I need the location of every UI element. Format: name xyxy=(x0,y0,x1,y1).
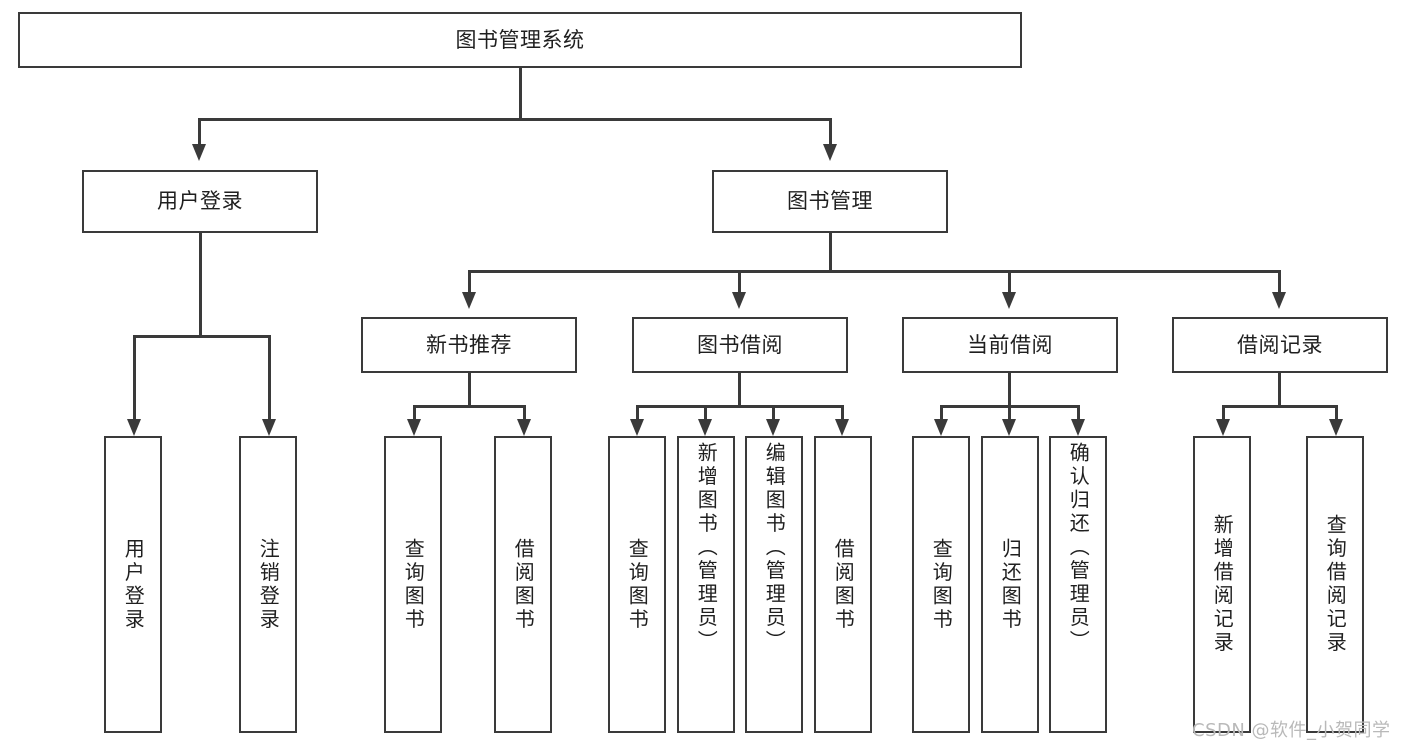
node-book-manage-label: 图书管理 xyxy=(787,189,873,214)
node-user-login-label: 用户登录 xyxy=(157,189,243,214)
csdn-watermark: CSDN @软件_小贺同学 xyxy=(1192,716,1391,742)
arrowhead-br-to-leaf1 xyxy=(1216,419,1230,436)
connector-bb-to-leaf2 xyxy=(704,405,707,419)
connector-book-manage-stem xyxy=(829,233,832,270)
connector-bm-to-book-borrow xyxy=(738,270,741,292)
arrowhead-bm-to-new-book xyxy=(462,292,476,309)
arrowhead-br-to-leaf2 xyxy=(1329,419,1343,436)
connector-nbr-stem xyxy=(468,373,471,405)
leaf-query-book-2-label: 查询图书 xyxy=(625,537,650,632)
leaf-logout[interactable]: 注销登录 xyxy=(239,436,297,733)
leaf-query-record[interactable]: 查询借阅记录 xyxy=(1306,436,1364,733)
leaf-query-record-label: 查询借阅记录 xyxy=(1323,514,1348,655)
node-root-label: 图书管理系统 xyxy=(455,27,585,52)
connector-bm-to-new-book xyxy=(468,270,471,292)
node-book-borrow[interactable]: 图书借阅 xyxy=(632,317,848,373)
node-new-book-rec[interactable]: 新书推荐 xyxy=(361,317,577,373)
connector-br-bar xyxy=(1222,405,1335,408)
arrowhead-bm-to-book-borrow xyxy=(732,292,746,309)
csdn-watermark-text: CSDN @软件_小贺同学 xyxy=(1192,720,1391,741)
leaf-query-book-3-label: 查询图书 xyxy=(929,537,954,632)
connector-bm-to-borrow-record xyxy=(1278,270,1281,292)
connector-cb-to-leaf3 xyxy=(1077,405,1080,419)
connector-br-to-leaf2 xyxy=(1335,405,1338,419)
connector-cb-stem xyxy=(1008,373,1011,405)
leaf-return-book[interactable]: 归还图书 xyxy=(981,436,1039,733)
node-current-borrow[interactable]: 当前借阅 xyxy=(902,317,1118,373)
leaf-borrow-book-1[interactable]: 借阅图书 xyxy=(494,436,552,733)
leaf-borrow-book-2[interactable]: 借阅图书 xyxy=(814,436,872,733)
arrowhead-bm-to-borrow-record xyxy=(1272,292,1286,309)
arrowhead-cb-to-leaf1 xyxy=(934,419,948,436)
leaf-edit-book-label: 编辑图书（管理员） xyxy=(762,442,787,654)
connector-user-login-bar xyxy=(133,335,268,338)
node-borrow-record-label: 借阅记录 xyxy=(1237,332,1323,357)
node-user-login[interactable]: 用户登录 xyxy=(82,170,318,233)
connector-bb-stem xyxy=(738,373,741,405)
arrowhead-nbr-to-leaf1 xyxy=(407,419,421,436)
connector-user-login-to-leaf1 xyxy=(133,335,136,419)
arrowhead-cb-to-leaf3 xyxy=(1071,419,1085,436)
arrowhead-root-to-user-login xyxy=(192,144,206,161)
arrowhead-cb-to-leaf2 xyxy=(1002,419,1016,436)
node-current-borrow-label: 当前借阅 xyxy=(967,332,1053,357)
leaf-user-login-label: 用户登录 xyxy=(121,537,146,632)
node-root[interactable]: 图书管理系统 xyxy=(18,12,1022,68)
node-borrow-record[interactable]: 借阅记录 xyxy=(1172,317,1388,373)
leaf-confirm-return-label: 确认归还（管理员） xyxy=(1066,442,1091,654)
node-new-book-rec-label: 新书推荐 xyxy=(426,332,512,357)
connector-nbr-to-leaf1 xyxy=(413,405,416,419)
arrowhead-nbr-to-leaf2 xyxy=(517,419,531,436)
leaf-borrow-book-2-label: 借阅图书 xyxy=(831,537,856,632)
connector-root-to-user-login xyxy=(198,118,201,144)
connector-bb-to-leaf3 xyxy=(772,405,775,419)
leaf-query-book-1-label: 查询图书 xyxy=(401,537,426,632)
leaf-query-book-2[interactable]: 查询图书 xyxy=(608,436,666,733)
connector-book-manage-bar xyxy=(468,270,1280,273)
connector-nbr-bar xyxy=(413,405,523,408)
arrowhead-user-login-to-leaf1 xyxy=(127,419,141,436)
arrowhead-user-login-to-leaf2 xyxy=(262,419,276,436)
arrowhead-bm-to-current-borrow xyxy=(1002,292,1016,309)
connector-user-login-stem xyxy=(199,233,202,335)
leaf-query-book-1[interactable]: 查询图书 xyxy=(384,436,442,733)
leaf-query-book-3[interactable]: 查询图书 xyxy=(912,436,970,733)
arrowhead-bb-to-leaf3 xyxy=(766,419,780,436)
leaf-borrow-book-1-label: 借阅图书 xyxy=(511,537,536,632)
connector-root-to-book-manage xyxy=(829,118,832,144)
connector-bb-to-leaf4 xyxy=(841,405,844,419)
arrowhead-bb-to-leaf4 xyxy=(835,419,849,436)
connector-bb-bar xyxy=(636,405,841,408)
node-book-borrow-label: 图书借阅 xyxy=(697,332,783,357)
leaf-add-record[interactable]: 新增借阅记录 xyxy=(1193,436,1251,733)
leaf-add-record-label: 新增借阅记录 xyxy=(1210,514,1235,655)
connector-br-to-leaf1 xyxy=(1222,405,1225,419)
connector-br-stem xyxy=(1278,373,1281,405)
connector-cb-to-leaf2 xyxy=(1008,405,1011,419)
connector-cb-to-leaf1 xyxy=(940,405,943,419)
arrowhead-bb-to-leaf1 xyxy=(630,419,644,436)
leaf-return-book-label: 归还图书 xyxy=(998,537,1023,632)
connector-nbr-to-leaf2 xyxy=(523,405,526,419)
leaf-add-book[interactable]: 新增图书（管理员） xyxy=(677,436,735,733)
node-book-manage[interactable]: 图书管理 xyxy=(712,170,948,233)
leaf-user-login[interactable]: 用户登录 xyxy=(104,436,162,733)
leaf-add-book-label: 新增图书（管理员） xyxy=(694,442,719,654)
leaf-logout-label: 注销登录 xyxy=(256,537,281,632)
leaf-confirm-return[interactable]: 确认归还（管理员） xyxy=(1049,436,1107,733)
connector-root-bar xyxy=(198,118,831,121)
connector-user-login-to-leaf2 xyxy=(268,335,271,419)
arrowhead-root-to-book-manage xyxy=(823,144,837,161)
connector-root-stem xyxy=(519,68,522,118)
leaf-edit-book[interactable]: 编辑图书（管理员） xyxy=(745,436,803,733)
connector-bm-to-current-borrow xyxy=(1008,270,1011,292)
connector-bb-to-leaf1 xyxy=(636,405,639,419)
arrowhead-bb-to-leaf2 xyxy=(698,419,712,436)
